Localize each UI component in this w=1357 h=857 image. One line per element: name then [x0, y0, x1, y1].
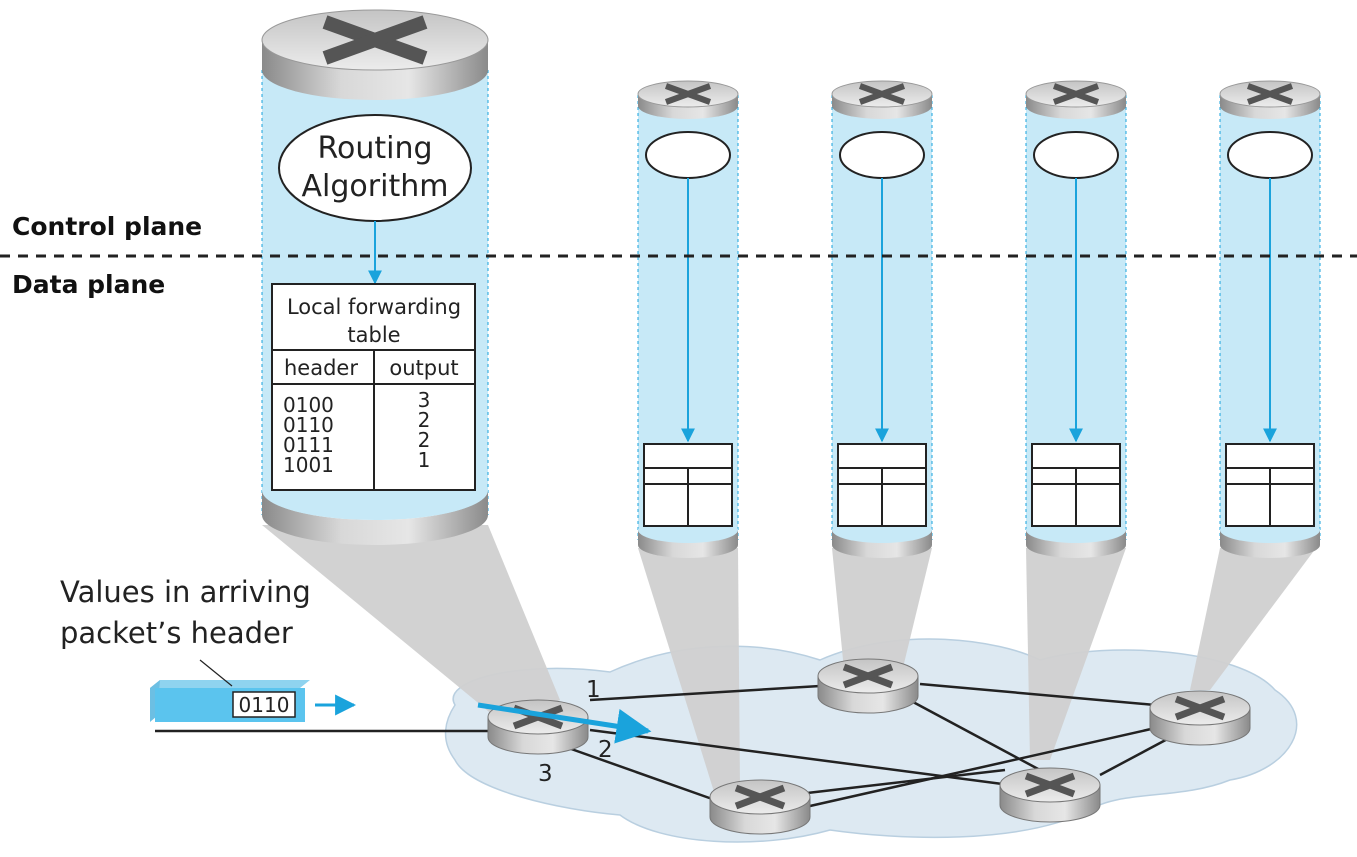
- projection-shadows: [262, 525, 1316, 795]
- control-agent-node: [1033, 131, 1119, 179]
- table-output-value: 2: [418, 408, 431, 432]
- control-agent-node: [645, 131, 731, 179]
- small-router-pillar: [831, 80, 933, 558]
- network-router: [709, 779, 811, 835]
- forwarding-path-arrow: [477, 702, 652, 744]
- forwarding-table: [271, 283, 476, 491]
- small-forwarding-table: [1031, 443, 1121, 527]
- router-x-icon: [1052, 83, 1100, 105]
- data-plane-label: Data plane: [12, 270, 165, 299]
- table-header-value: 1001: [283, 453, 334, 477]
- router-x-icon: [734, 784, 786, 810]
- table-header-column: header: [284, 356, 358, 380]
- control-plane-label: Control plane: [12, 212, 202, 241]
- router-x-icon: [1174, 695, 1226, 721]
- small-forwarding-table: [1225, 443, 1315, 527]
- packet-header-value: 0110: [239, 693, 290, 717]
- router-x-icon: [1024, 772, 1076, 798]
- router-x-icon: [1246, 83, 1294, 105]
- router-x-icon: [858, 83, 906, 105]
- network-links: [155, 682, 1176, 808]
- network-routers: [487, 658, 1251, 835]
- table-output-column: output: [389, 356, 458, 380]
- table-header-value: 0110: [283, 413, 334, 437]
- small-router-pillar: [1219, 80, 1321, 558]
- arriving-packet: [150, 680, 310, 722]
- router-x-icon: [322, 15, 428, 65]
- table-header-value: 0111: [283, 433, 334, 457]
- table-output-value: 2: [418, 428, 431, 452]
- network-router: [999, 767, 1101, 823]
- small-forwarding-table: [643, 443, 733, 527]
- table-output-value: 1: [418, 448, 431, 472]
- control-agent-node: [1227, 131, 1313, 179]
- routing-label-line1: Routing: [317, 131, 432, 166]
- packet-caption-leader: [199, 659, 233, 687]
- packet-caption-line1: Values in arriving: [60, 575, 311, 609]
- table-title-line2: table: [347, 323, 400, 347]
- routing-label-line2: Algorithm: [302, 169, 449, 204]
- port-3-label: 3: [538, 761, 553, 787]
- router-x-icon: [842, 663, 894, 689]
- packet-caption-line2: packet’s header: [60, 616, 293, 650]
- small-router-pillar: [1025, 80, 1127, 558]
- table-header-value: 0100: [283, 393, 334, 417]
- table-title-line1: Local forwarding: [287, 295, 461, 319]
- network-router: [817, 658, 919, 714]
- small-forwarding-table: [837, 443, 927, 527]
- port-2-label: 2: [598, 737, 613, 763]
- table-rows: 0100 3 0110 2 0111 2 1001 1: [283, 388, 430, 477]
- control-agent-node: [839, 131, 925, 179]
- table-output-value: 3: [418, 388, 431, 412]
- small-router-pillars: [637, 80, 1321, 558]
- port-1-label: 1: [586, 677, 601, 703]
- small-router-pillar: [637, 80, 739, 558]
- router-x-icon: [664, 83, 712, 105]
- network-router: [1149, 690, 1251, 746]
